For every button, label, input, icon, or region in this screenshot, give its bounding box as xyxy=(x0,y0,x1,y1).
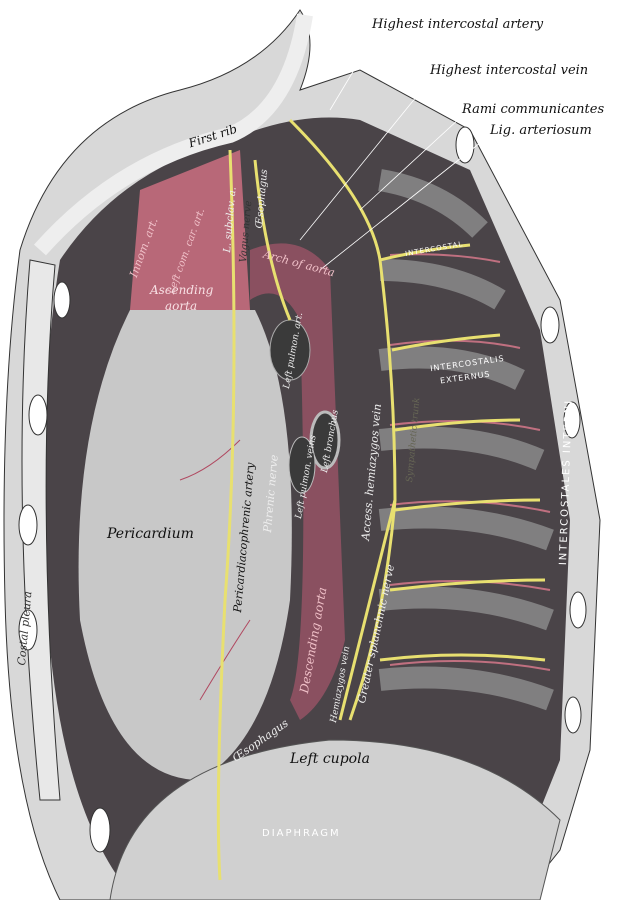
label-left-cupola: Left cupola xyxy=(290,751,370,767)
nerves xyxy=(216,118,546,881)
label-ascending-aorta-2: aorta xyxy=(165,299,198,313)
label-pericardium: Pericardium xyxy=(107,526,194,542)
ascending-aorta xyxy=(130,150,250,310)
label-ascending-aorta-1: Ascending xyxy=(150,283,214,297)
callout-leaders xyxy=(299,34,491,271)
ribs xyxy=(378,169,554,711)
pericardium xyxy=(78,310,292,780)
left-pulmonary-vein xyxy=(288,436,316,494)
label-rami-communicantes: Rami communicantes xyxy=(462,102,605,117)
label-diaphragm: DIAPHRAGM xyxy=(262,828,341,839)
pericardium-vessels xyxy=(179,439,251,701)
label-highest-intercostal-artery: Highest intercostal artery xyxy=(372,17,544,32)
costal-pleura xyxy=(21,259,61,801)
left-bronchus xyxy=(309,410,341,470)
costal-cartilages xyxy=(18,126,587,853)
first-rib xyxy=(34,13,313,256)
label-lig-arteriosum: Lig. arteriosum xyxy=(490,123,592,138)
diaphragm xyxy=(109,739,561,900)
aortic-arch xyxy=(250,243,345,721)
label-highest-intercostal-vein: Highest intercostal vein xyxy=(430,63,589,78)
